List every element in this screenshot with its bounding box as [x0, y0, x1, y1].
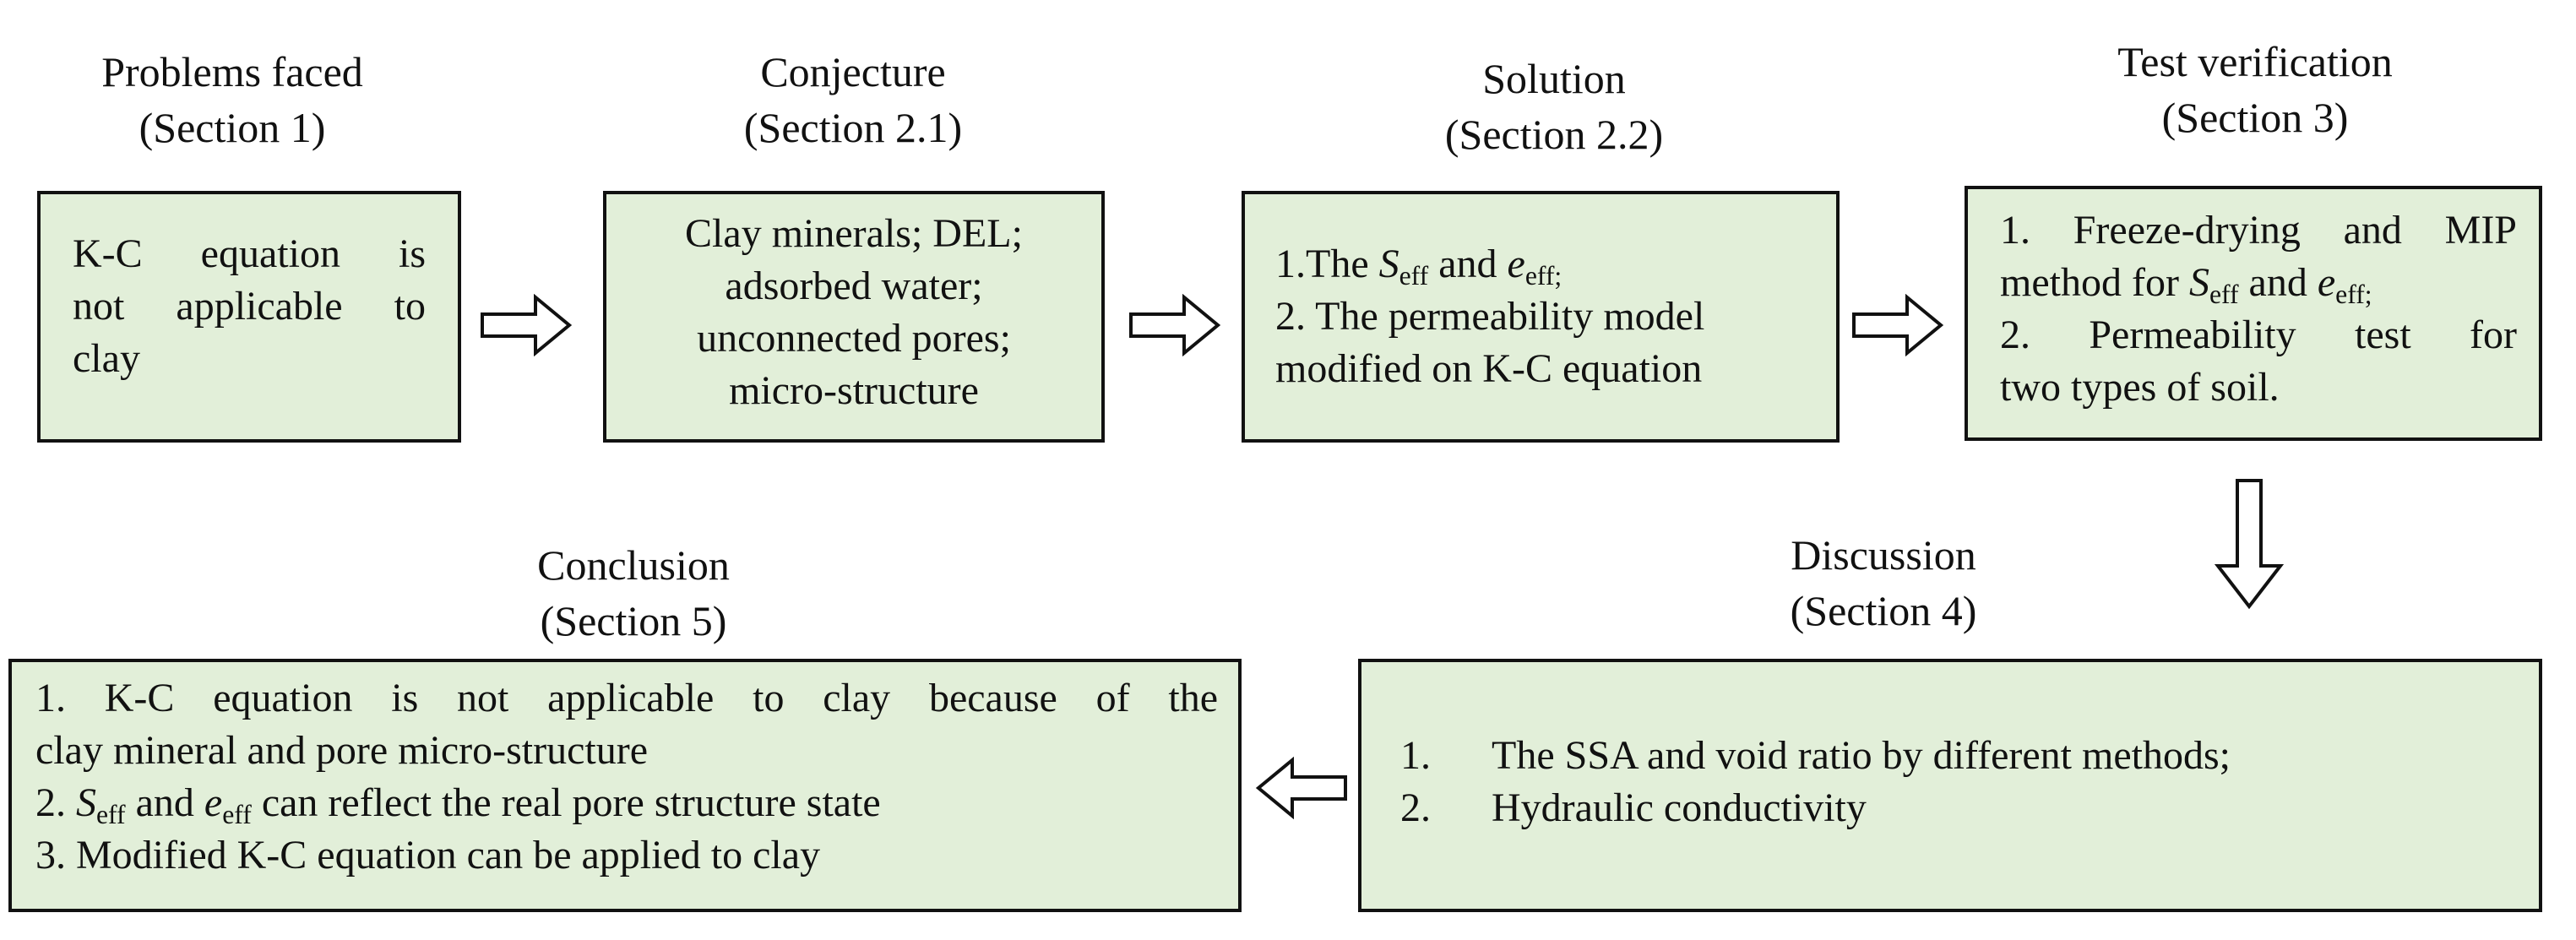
conclusion-title: Conclusion: [537, 541, 730, 589]
right-arrow-icon: [1129, 294, 1221, 356]
test-line-3: 2. Permeability test for: [2000, 312, 2517, 357]
conjecture-line-3: unconnected pores;: [697, 316, 1011, 361]
problems-line-2: not applicable to: [73, 284, 426, 329]
conjecture-line-4: micro-structure: [729, 368, 979, 413]
conjecture-box: Clay minerals; DEL; adsorbed water; unco…: [603, 191, 1105, 443]
problems-section: (Section 1): [139, 104, 326, 151]
test-line-1: 1. Freeze-drying and MIP: [2000, 208, 2517, 253]
right-arrow-icon: [1852, 294, 1944, 356]
discussion-label: Discussion (Section 4): [1723, 527, 2044, 638]
test-label: Test verification (Section 3): [2052, 34, 2458, 145]
problems-box: K-C equation is not applicable to clay: [37, 191, 461, 443]
discussion-section: (Section 4): [1790, 587, 1977, 634]
conclusion-box: 1. K-C equation is not applicable to cla…: [8, 659, 1242, 912]
conclusion-section: (Section 5): [540, 597, 727, 644]
conclusion-line-3: 2. Seff and eeff can reflect the real po…: [35, 780, 881, 829]
solution-line-3: modified on K-C equation: [1275, 346, 1703, 391]
discussion-item-1: 1.The SSA and void ratio by different me…: [1400, 733, 2231, 778]
solution-line-1: 1.The Seff and eeff;: [1275, 242, 1562, 291]
right-arrow-icon: [481, 294, 573, 356]
problems-line-3: clay: [73, 336, 140, 381]
solution-line-2: 2. The permeability model: [1275, 294, 1705, 339]
solution-section: (Section 2.2): [1444, 111, 1664, 158]
solution-title: Solution: [1482, 55, 1626, 102]
conjecture-section: (Section 2.1): [743, 104, 963, 151]
conclusion-line-2: clay mineral and pore micro-structure: [35, 728, 649, 773]
conjecture-title: Conjecture: [760, 48, 946, 95]
conclusion-line-1: 1. K-C equation is not applicable to cla…: [35, 676, 1218, 720]
conjecture-line-2: adsorbed water;: [725, 264, 983, 308]
down-arrow-icon: [2215, 479, 2284, 610]
discussion-title: Discussion: [1791, 531, 1976, 579]
conjecture-line-1: Clay minerals; DEL;: [685, 211, 1023, 256]
problems-line-1: K-C equation is: [73, 231, 426, 276]
conclusion-line-4: 3. Modified K-C equation can be applied …: [35, 833, 821, 878]
discussion-box: 1.The SSA and void ratio by different me…: [1358, 659, 2542, 912]
left-arrow-icon: [1255, 757, 1347, 819]
test-line-2: method for Seff and eeff;: [2000, 260, 2372, 309]
discussion-item-2: 2.Hydraulic conductivity: [1400, 785, 1867, 830]
problems-title: Problems faced: [101, 48, 363, 95]
problems-label: Problems faced (Section 1): [51, 44, 414, 155]
conjecture-label: Conjecture (Section 2.1): [659, 44, 1047, 155]
solution-label: Solution (Section 2.2): [1394, 51, 1715, 162]
conclusion-label: Conclusion (Section 5): [473, 537, 794, 649]
test-title: Test verification: [2117, 38, 2393, 85]
test-box: 1. Freeze-drying and MIP method for Seff…: [1965, 186, 2542, 441]
test-section: (Section 3): [2161, 94, 2349, 141]
test-line-4: two types of soil.: [2000, 365, 2280, 410]
solution-box: 1.The Seff and eeff; 2. The permeability…: [1242, 191, 1840, 443]
